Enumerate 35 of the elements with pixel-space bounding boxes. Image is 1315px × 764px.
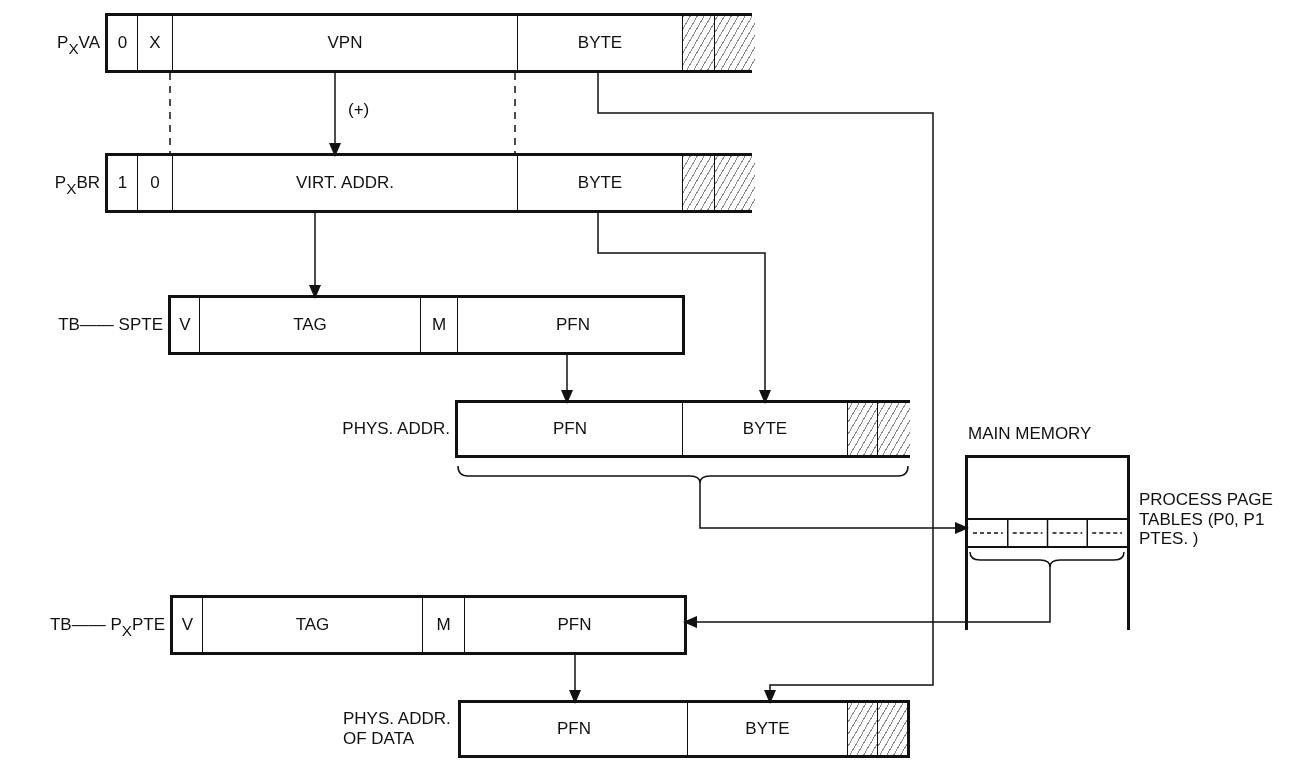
hatched-field [715, 156, 755, 210]
register-label: P$_{X}$VA [57, 33, 100, 53]
memory-heading: MAIN MEMORY [968, 424, 1092, 444]
dashed-guide-line [169, 72, 171, 154]
hatched-field [878, 703, 907, 755]
register-field: V [171, 298, 200, 352]
register-field: PFN [461, 703, 688, 755]
register-label: TB—— P$_{X}$PTE [49, 615, 165, 635]
register-field: TAG [200, 298, 421, 352]
hatched-field [683, 156, 715, 210]
register-field: PFN [458, 298, 688, 352]
hatched-field [715, 16, 755, 70]
register-field: 0 [138, 156, 173, 210]
hatched-field [878, 403, 910, 455]
register-label: P$_{X}$BR [54, 173, 100, 193]
register-field: M [423, 598, 465, 652]
hatched-field [848, 703, 878, 755]
page-table-label: PROCESS PAGE TABLES (P0, P1 PTES. ) [1139, 490, 1274, 549]
dashed-guide-line [514, 72, 516, 154]
register-field: M [421, 298, 458, 352]
hatched-field [683, 16, 715, 70]
register-field: TAG [203, 598, 423, 652]
register-label: TB—— SPTE [58, 315, 163, 335]
register-field: 0 [108, 16, 138, 70]
register-label: PHYS. ADDR. [342, 419, 450, 439]
register-field: X [138, 16, 173, 70]
register-field: V [173, 598, 203, 652]
hatched-field [848, 403, 878, 455]
register-field: PFN [458, 403, 683, 455]
register-field: VPN [173, 16, 518, 70]
register-field: 1 [108, 156, 138, 210]
register-field: VIRT. ADDR. [173, 156, 518, 210]
register-label: PHYS. ADDR. OF DATA [343, 709, 452, 749]
edge-label: (+) [346, 100, 372, 120]
register-field: PFN [465, 598, 684, 652]
